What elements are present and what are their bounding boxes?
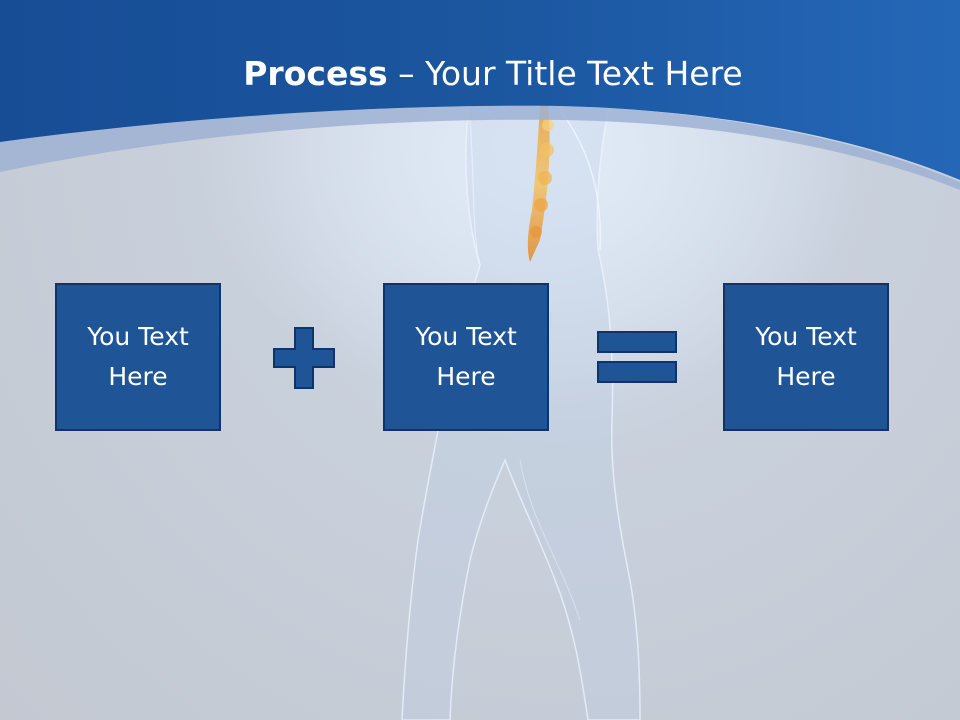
title-rest: – Your Title Text Here: [387, 54, 743, 93]
page-title: Process – Your Title Text Here: [0, 52, 960, 96]
text-box-1-label: You Text Here: [87, 322, 189, 391]
text-box-3[interactable]: You Text Here: [723, 283, 889, 431]
plus-icon: [273, 327, 335, 389]
title-bold: Process: [243, 54, 388, 93]
spine-illustration: [527, 105, 554, 262]
text-box-2[interactable]: You Text Here: [383, 283, 549, 431]
text-box-3-label: You Text Here: [755, 322, 857, 391]
text-box-1[interactable]: You Text Here: [55, 283, 221, 431]
equals-icon: [597, 331, 677, 383]
text-box-2-label: You Text Here: [415, 322, 517, 391]
